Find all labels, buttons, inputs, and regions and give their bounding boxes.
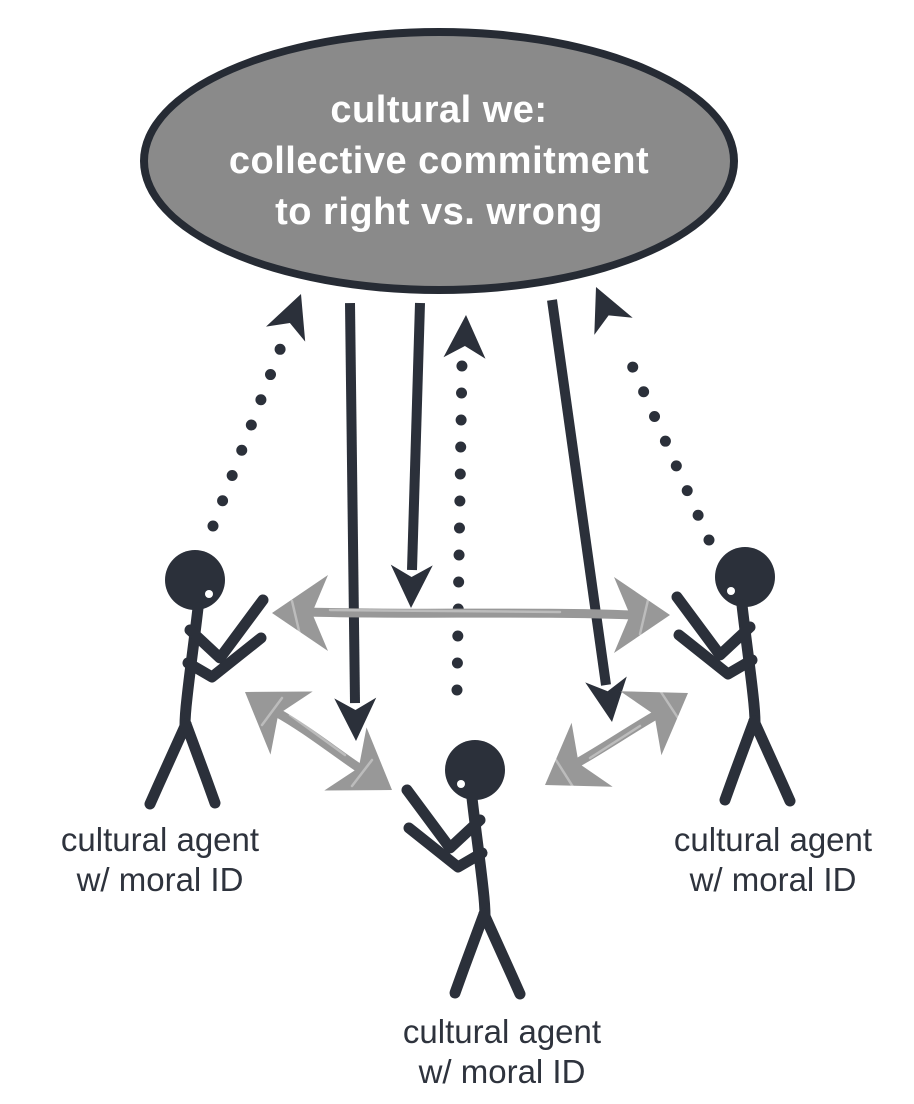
agent-label-right: cultural agent w/ moral ID (643, 820, 903, 900)
agent-label-left-line-2: w/ moral ID (76, 861, 244, 898)
ellipse-line-3: to right vs. wrong (275, 190, 603, 233)
stick-figure-center (407, 740, 520, 994)
commitment-arrow-down-middle (390, 302, 433, 609)
agent-label-bottom-line-1: cultural agent (402, 1013, 602, 1050)
agent-label-right-line-2: w/ moral ID (689, 861, 857, 898)
commitment-arrow-down-left (334, 302, 377, 742)
agent-label-right-line-1: cultural agent (673, 821, 873, 858)
agent-interaction-arrow-right-diagonal (524, 661, 709, 817)
agent-label-bottom: cultural agent w/ moral ID (372, 1012, 632, 1092)
agent-interaction-arrow-horizontal (272, 575, 670, 653)
agent-label-left-line-1: cultural agent (60, 821, 260, 858)
cultural-we-ellipse: cultural we: collective commitment to ri… (140, 28, 738, 294)
agent-interaction-arrow-left-diagonal (223, 660, 414, 822)
agent-label-left: cultural agent w/ moral ID (30, 820, 290, 900)
ellipse-line-2: collective commitment (228, 139, 650, 182)
commitment-arrow-down-right (547, 299, 633, 725)
stick-figure-left (150, 550, 263, 804)
ellipse-line-1: cultural we: (330, 88, 548, 131)
agent-label-bottom-line-2: w/ moral ID (418, 1053, 586, 1090)
agent-to-we-dotted-arrow-center (443, 314, 487, 696)
stick-figure-right (677, 547, 790, 801)
agent-to-we-dotted-arrow-left (207, 286, 321, 532)
agent-to-we-dotted-arrow-right (576, 278, 715, 546)
